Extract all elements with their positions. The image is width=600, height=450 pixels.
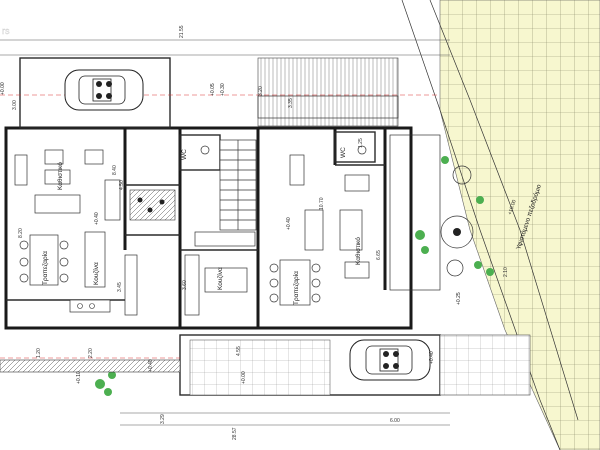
room-living-left: Καθιστικό [56, 162, 64, 190]
toilet-icon-2 [357, 145, 367, 155]
cooktop [69, 299, 111, 313]
kitchen-counter-left [124, 254, 138, 316]
dim-320: 3.20 [258, 86, 264, 96]
level-005: +0.05 [210, 83, 216, 96]
dim-840: 8.40 [112, 165, 118, 175]
top-strip [257, 95, 399, 119]
level-000-bot: +0.00 [241, 371, 247, 384]
lightwell [129, 189, 176, 221]
kitchen-counter-right [184, 254, 200, 316]
dim-220: 2.20 [88, 348, 94, 358]
level-030: +0.30 [220, 83, 226, 96]
dim-600: 6.00 [390, 418, 400, 424]
dim-210: 2.10 [503, 267, 509, 277]
level-010-bot: +0.10 [76, 371, 82, 384]
carport-left [19, 57, 171, 129]
level-040-left: +0.40 [94, 212, 100, 225]
plant-icons [95, 156, 494, 396]
dining-table-right [279, 259, 311, 306]
level-040-br: +0.40 [429, 351, 435, 364]
kitchen-island-right [204, 267, 248, 293]
dim-335: 3.35 [288, 98, 294, 108]
level-040-bl: +0.40 [148, 359, 154, 372]
tv-unit [289, 154, 305, 186]
garden-area [389, 134, 441, 291]
boundary-line-2 [401, 0, 561, 450]
dim-820: 8.20 [18, 228, 24, 238]
car-icon-bottom [349, 339, 431, 381]
pavement-grid [439, 0, 600, 450]
dim-125: 1.25 [358, 138, 364, 148]
level-1000: +10.00 [507, 199, 518, 216]
bottom-left-strip [0, 359, 181, 373]
room-living-right: Καθιστικό [354, 237, 362, 265]
armchair-right-2 [344, 261, 370, 279]
level-025: +0.25 [456, 292, 462, 305]
room-dining-right: Τραπεζαρία [292, 271, 300, 305]
wc-label-2: WC [340, 147, 347, 158]
dim-329: 3.29 [160, 414, 166, 424]
dim-455: 4.55 [236, 346, 242, 356]
coffee-table-right [339, 209, 363, 251]
dim-1070: 10.70 [319, 197, 325, 210]
dim-450: 4.50 [119, 180, 125, 190]
wc-room-2 [334, 131, 376, 163]
watermark-text: rs [2, 26, 10, 36]
coffee-table [44, 169, 71, 185]
kitchen-counter-top [194, 231, 256, 247]
boundary-line [429, 0, 579, 421]
room-dining-left: Τραπεζαρία [41, 251, 49, 285]
staircase [219, 139, 257, 231]
dim-345: 3.45 [117, 282, 123, 292]
dim-120: 1.20 [36, 348, 42, 358]
dim-300: 3.00 [12, 100, 18, 110]
armchair-right [344, 174, 370, 192]
armchair-2 [84, 149, 104, 165]
car-icon [64, 69, 144, 111]
toilet-icon [200, 145, 210, 155]
level-000: +0.00 [0, 82, 6, 95]
wc-label-1: WC [181, 149, 188, 160]
dim-2857: 28.57 [232, 427, 238, 440]
sofa [34, 194, 81, 214]
dim-2155: 21.55 [179, 25, 185, 38]
armchair [44, 149, 64, 165]
bottom-left-grid [189, 339, 331, 396]
dining-table-left [29, 234, 59, 286]
room-kitchen-right: Κουζίνα [216, 267, 224, 290]
room-kitchen-left: Κουζίνα [92, 262, 100, 285]
exterior-wall [4, 126, 413, 330]
bottom-grid-area [439, 334, 531, 396]
dim-360: 3.60 [182, 280, 188, 290]
top-grid-area [257, 57, 399, 127]
level-040-mid: +0.40 [286, 217, 292, 230]
sofa-right [304, 209, 324, 251]
sideboard [104, 179, 121, 221]
dim-665: 6.65 [376, 250, 382, 260]
kitchen-island-left [84, 231, 106, 288]
sofa-left [14, 154, 28, 186]
